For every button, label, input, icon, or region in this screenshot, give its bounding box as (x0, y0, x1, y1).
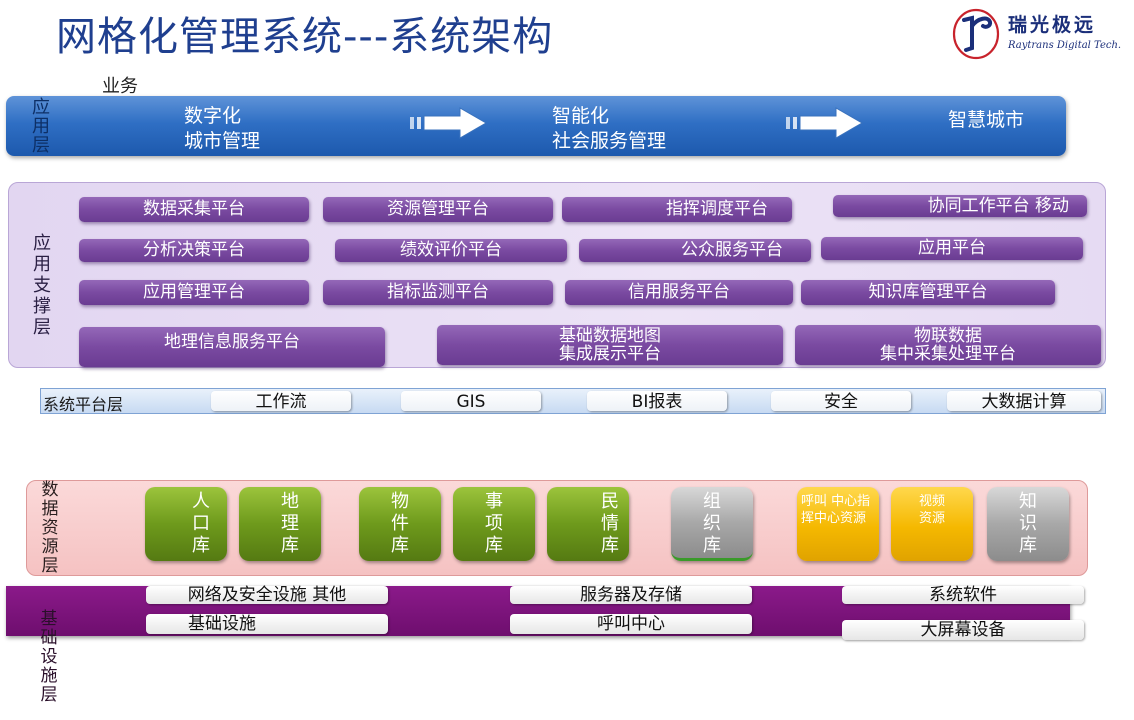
platform-resource-management: 资源管理平台 (323, 197, 553, 222)
page-title: 网格化管理系统---系统架构 (56, 14, 554, 60)
platform-credit-service: 信用服务平台 (565, 280, 793, 305)
platform-iot-data-line2: 集中采集处理平台 (880, 344, 1016, 364)
system-item-bi-report: BI报表 (587, 391, 727, 412)
logo-text-en: Raytrans Digital Tech. (1008, 40, 1122, 51)
system-item-gis: GIS (401, 391, 541, 412)
logo-r-icon (952, 8, 1000, 60)
database-call-center-label: 呼叫 中心指挥中心资源 (801, 494, 871, 526)
database-geography: 地理库 (239, 487, 321, 561)
platform-data-collection: 数据采集平台 (79, 197, 309, 222)
platform-command-dispatch: 指挥调度平台 (562, 197, 792, 222)
stage-digital: 数字化 城市管理 (184, 104, 260, 154)
platform-performance-evaluation: 绩效评价平台 (335, 239, 567, 262)
database-public-opinion-label: 民情库 (601, 491, 619, 556)
application-layer-label: 应用层 (32, 97, 50, 156)
data-resource-layer: 数据资源层 人口库 地理库 物件库 事项库 民情库 组织库 呼叫 中心指挥中心资… (26, 480, 1088, 576)
platform-iot-data: 物联数据 集中采集处理平台 (795, 325, 1101, 365)
database-call-center: 呼叫 中心指挥中心资源 (797, 487, 879, 561)
database-video: 视频资源 (891, 487, 973, 561)
business-label: 业务 (102, 76, 138, 97)
database-events: 事项库 (453, 487, 535, 561)
platform-public-service: 公众服务平台 (579, 239, 811, 262)
database-public-opinion: 民情库 (547, 487, 629, 561)
application-layer: 应用层 数字化 城市管理 智能化 社会服务管理 智慧城市 (6, 96, 1066, 156)
database-organization: 组织库 (671, 487, 753, 561)
database-events-label: 事项库 (485, 491, 503, 556)
database-objects: 物件库 (359, 487, 441, 561)
database-population-label: 人口库 (192, 491, 210, 556)
infra-item-system-software: 系统软件 (842, 586, 1084, 604)
stage-smart-city: 智慧城市 (948, 108, 1024, 133)
infra-item-network: 网络及安全设施 其他 (146, 586, 388, 604)
data-resource-layer-label: 数据资源层 (41, 480, 59, 576)
platform-knowledge-base-management: 知识库管理平台 (801, 280, 1055, 305)
platform-application-management: 应用管理平台 (79, 280, 309, 305)
database-organization-label: 组织库 (703, 491, 721, 556)
stage-intelligent-line1: 智能化 (552, 105, 610, 127)
arrow-right-icon (786, 107, 864, 139)
infrastructure-layer: 网络及安全设施 其他 服务器及存储 系统软件 基础设施 呼叫中心 大屏幕设备 (6, 586, 1084, 640)
platform-indicator-monitoring: 指标监测平台 (323, 280, 553, 305)
database-geography-label: 地理库 (281, 491, 299, 556)
platform-analysis-decision: 分析决策平台 (79, 239, 309, 262)
stage-digital-line1: 数字化 (184, 105, 242, 127)
platform-gis-service: 地理信息服务平台 (79, 327, 385, 367)
database-knowledge: 知识库 (987, 487, 1069, 561)
infra-item-servers: 服务器及存储 (510, 586, 752, 604)
infra-item-call-center: 呼叫中心 (510, 614, 752, 634)
platform-application: 应用平台 (821, 237, 1083, 260)
database-knowledge-label: 知识库 (1019, 491, 1037, 556)
infrastructure-layer-label: 基础设施层 (40, 609, 58, 705)
platform-collaborative-work: 协同工作平台 移动 (833, 195, 1087, 217)
platform-base-data-map-line2: 集成展示平台 (559, 344, 661, 364)
infra-item-base-facility: 基础设施 (146, 614, 388, 634)
support-layer: 应用支撑层 数据采集平台 资源管理平台 指挥调度平台 协同工作平台 移动 分析决… (8, 182, 1106, 368)
system-item-security: 安全 (771, 391, 911, 412)
stage-digital-line2: 城市管理 (184, 130, 261, 152)
platform-base-data-map-line1: 基础数据地图 (559, 326, 661, 346)
platform-iot-data-line1: 物联数据 (914, 326, 982, 346)
system-item-big-data: 大数据计算 (947, 391, 1101, 412)
system-platform-layer-label: 系统平台层 (43, 395, 124, 414)
platform-base-data-map: 基础数据地图 集成展示平台 (437, 325, 783, 365)
infra-item-big-screen: 大屏幕设备 (842, 620, 1084, 640)
system-item-workflow: 工作流 (211, 391, 351, 412)
system-platform-layer: 系统平台层 工作流 GIS BI报表 安全 大数据计算 (40, 388, 1106, 414)
arrow-right-icon (410, 107, 488, 139)
logo-text-cn: 瑞光极远 (1008, 14, 1097, 36)
support-layer-label: 应用支撑层 (33, 233, 51, 338)
stage-intelligent: 智能化 社会服务管理 (552, 104, 666, 154)
stage-smart-city-line1: 智慧城市 (948, 109, 1025, 131)
database-video-label: 视频资源 (918, 494, 945, 526)
database-population: 人口库 (145, 487, 227, 561)
company-logo: 瑞光极远 Raytrans Digital Tech. (950, 4, 1122, 64)
database-objects-label: 物件库 (391, 491, 409, 556)
stage-intelligent-line2: 社会服务管理 (552, 130, 667, 152)
